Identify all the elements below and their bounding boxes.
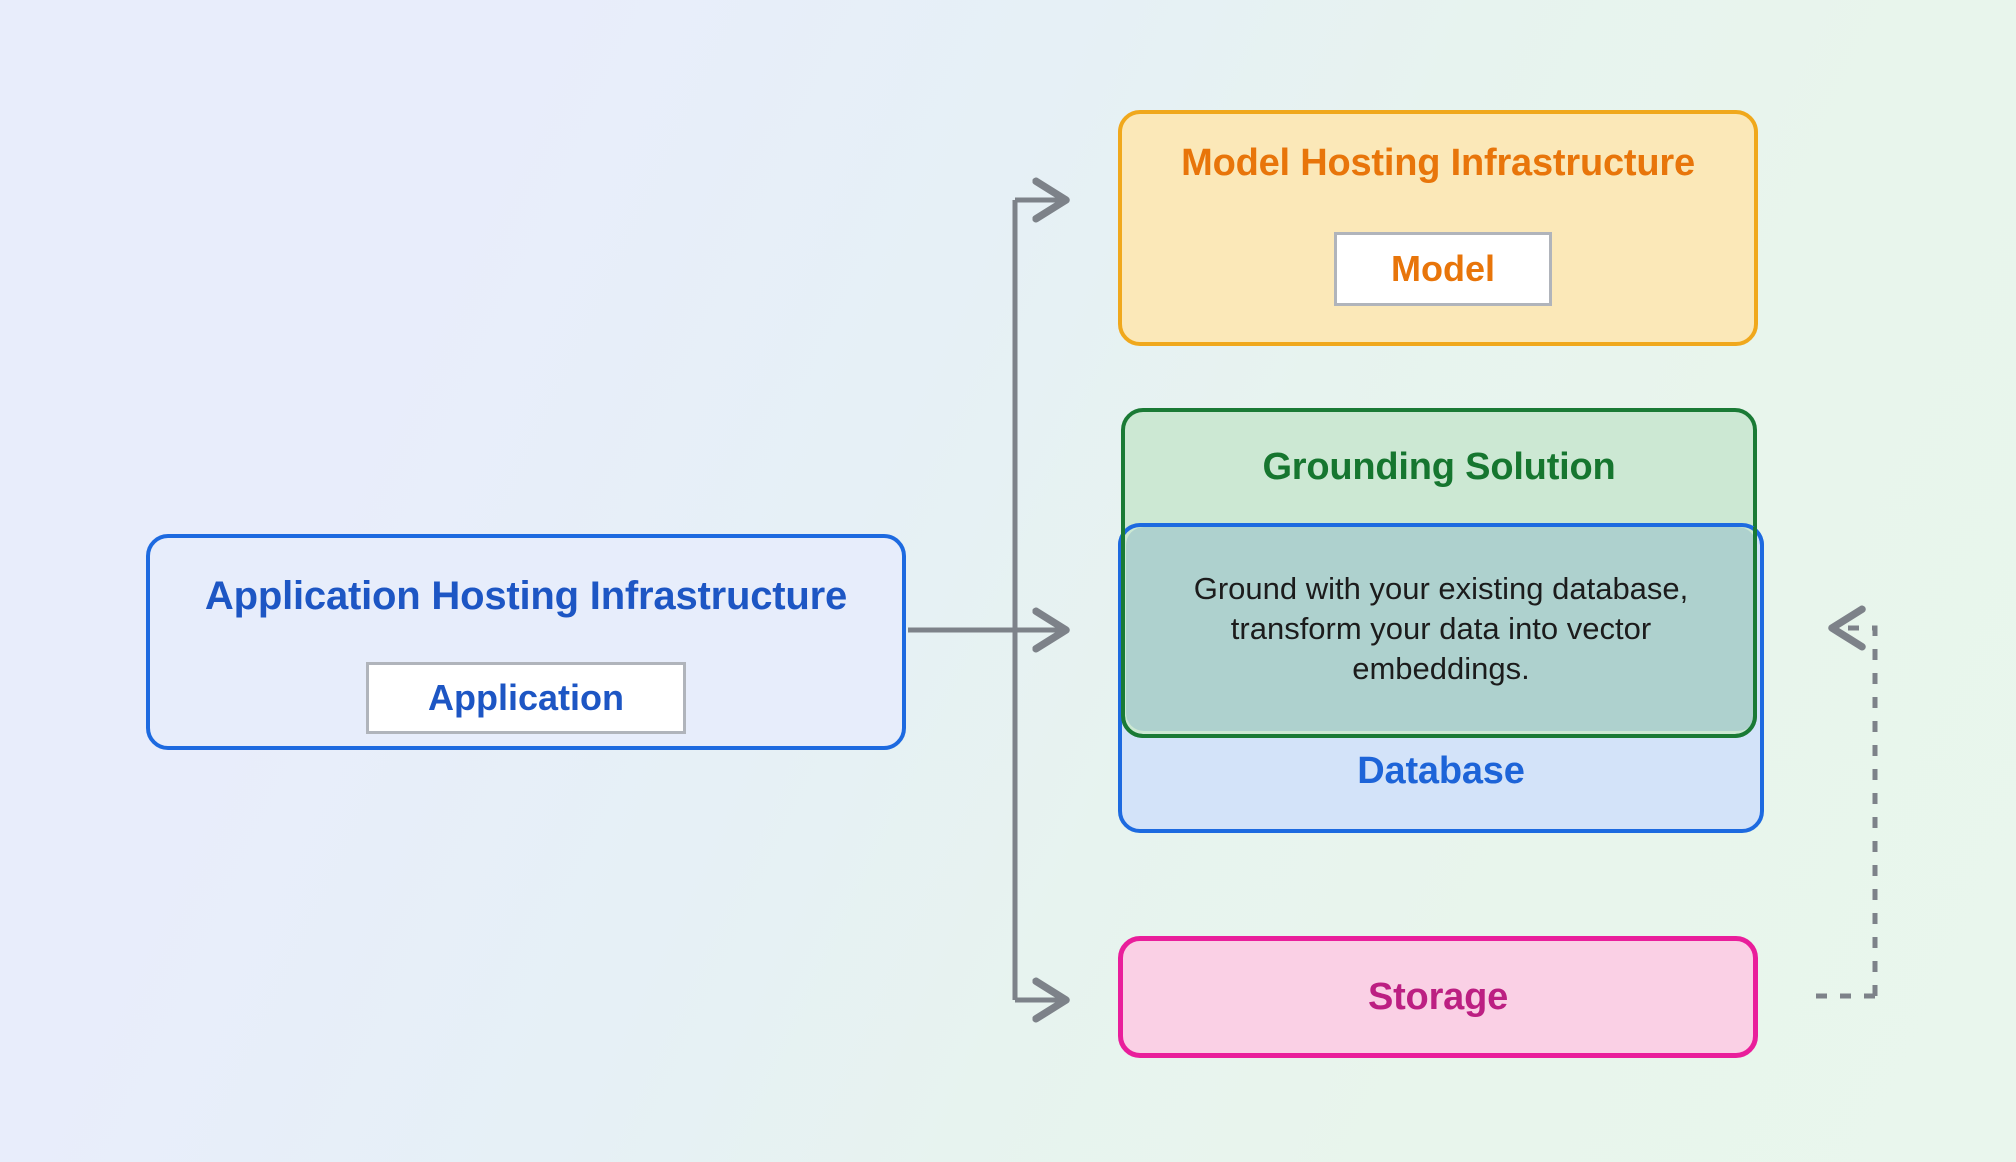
grounding-solution-box[interactable]: Grounding Solution xyxy=(1121,408,1757,738)
model-hosting-infrastructure-box[interactable]: Model Hosting Infrastructure Model xyxy=(1118,110,1758,346)
model-hosting-title: Model Hosting Infrastructure xyxy=(1181,142,1695,184)
model-subbox[interactable]: Model xyxy=(1334,232,1552,306)
application-hosting-title: Application Hosting Infrastructure xyxy=(204,574,848,618)
application-hosting-infrastructure-box[interactable]: Application Hosting Infrastructure Appli… xyxy=(146,534,906,750)
model-label: Model xyxy=(1391,248,1495,289)
connector-storage-to-database-dashed xyxy=(1828,605,1878,996)
grounding-solution-title: Grounding Solution xyxy=(1262,446,1616,488)
application-label: Application xyxy=(428,677,624,718)
application-subbox[interactable]: Application xyxy=(366,662,686,734)
database-title: Database xyxy=(1357,750,1525,792)
storage-box[interactable]: Storage xyxy=(1118,936,1758,1058)
storage-title: Storage xyxy=(1367,975,1509,1018)
